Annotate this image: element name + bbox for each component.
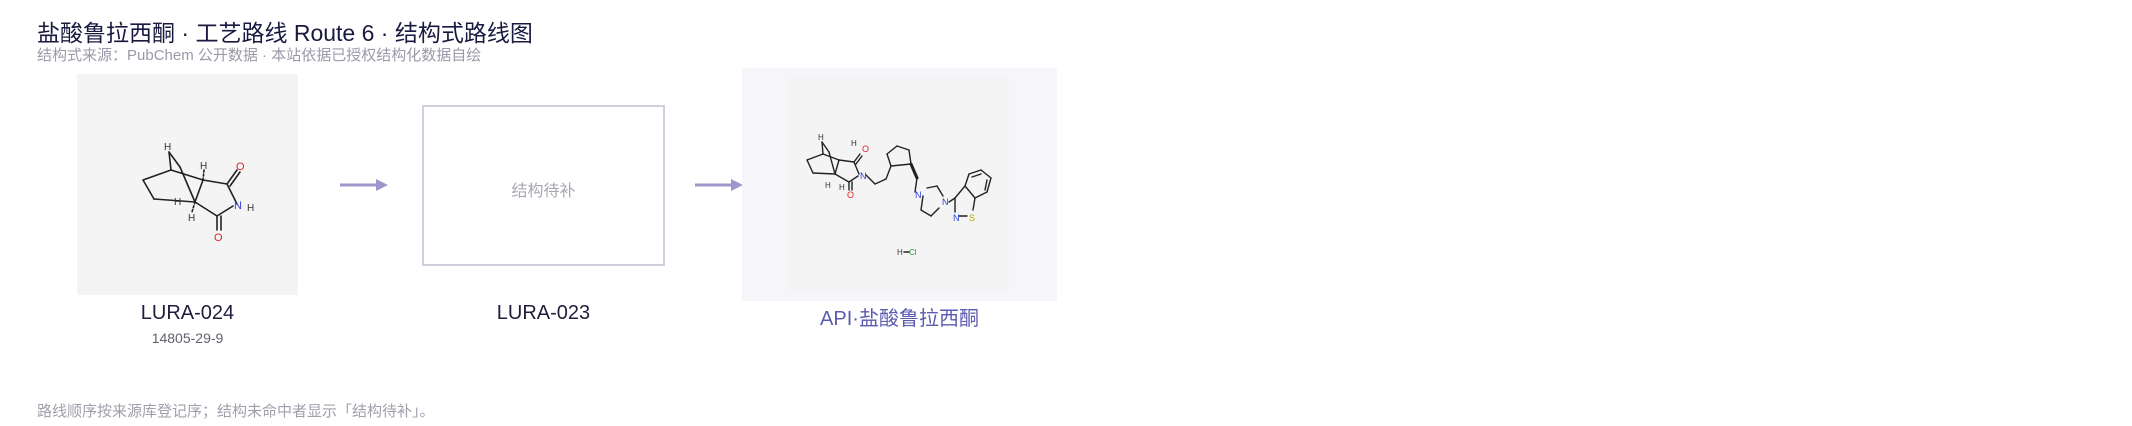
svg-text:N: N: [915, 190, 922, 200]
svg-text:O: O: [862, 144, 869, 154]
svg-text:H: H: [188, 213, 195, 224]
svg-text:H: H: [164, 142, 171, 153]
svg-text:H: H: [247, 203, 254, 214]
route-footnote: 路线顺序按来源库登记序；结构未命中者显示「结构待补」。: [37, 400, 435, 421]
svg-text:N: N: [953, 213, 960, 223]
svg-text:H: H: [174, 197, 181, 208]
page-subtitle: 结构式来源：PubChem 公开数据 · 本站依据已授权结构化数据自绘: [37, 44, 481, 65]
step-code-lura-024: LURA-024: [77, 302, 298, 325]
step-code-lura-023: LURA-023: [422, 302, 665, 325]
svg-text:H: H: [851, 139, 857, 148]
svg-text:S: S: [969, 213, 975, 223]
svg-text:H: H: [839, 183, 845, 192]
route-arrow-1: [340, 177, 390, 193]
svg-text:H: H: [200, 161, 207, 172]
svg-text:Cl: Cl: [909, 248, 917, 257]
structure-api-lurasidone-hcl: H H H H O O N N N N S H Cl: [787, 76, 1009, 292]
svg-text:O: O: [236, 161, 245, 173]
structure-card-api: H H H H O O N N N N S H Cl: [742, 68, 1057, 301]
structure-card-lura-024: H H H H O O N H: [77, 74, 298, 295]
structure-placeholder: 结构待补: [424, 177, 663, 201]
svg-text:N: N: [234, 200, 242, 212]
structure-card-lura-023: 结构待补: [422, 105, 665, 266]
svg-text:N: N: [942, 197, 949, 207]
svg-text:H: H: [897, 248, 903, 257]
svg-text:O: O: [847, 190, 854, 200]
step-code-api: API·盐酸鲁拉西酮: [742, 302, 1057, 331]
svg-text:O: O: [214, 232, 223, 244]
route-arrow-2: [695, 177, 745, 193]
page-title: 盐酸鲁拉西酮 · 工艺路线 Route 6 · 结构式路线图: [37, 14, 533, 48]
structure-lura-024: H H H H O O N H: [77, 74, 298, 295]
svg-text:H: H: [825, 181, 831, 190]
step-cas-lura-024: 14805-29-9: [77, 330, 298, 346]
svg-text:H: H: [818, 133, 824, 142]
svg-text:N: N: [860, 171, 867, 181]
structure-frame-api: H H H H O O N N N N S H Cl: [787, 76, 1009, 292]
